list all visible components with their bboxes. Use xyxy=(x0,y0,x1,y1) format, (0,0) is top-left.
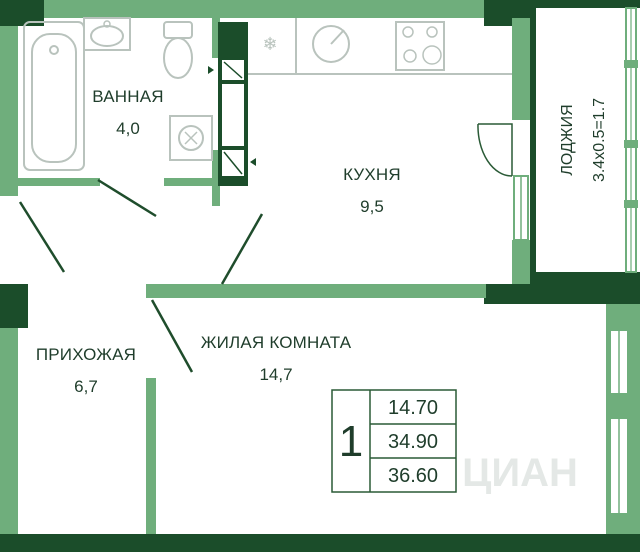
svg-text:❄: ❄ xyxy=(262,34,277,55)
stove xyxy=(395,21,445,71)
sink xyxy=(83,17,131,51)
total-area-value: 34.90 xyxy=(388,431,438,453)
area-with-loggia-value: 36.60 xyxy=(388,465,438,487)
wall-bath-kitchen xyxy=(212,18,220,58)
wall-bottom xyxy=(0,534,640,552)
living-area: 14,7 xyxy=(259,365,292,384)
wall-kitchen-right-low xyxy=(512,240,530,284)
fridge: ❄ xyxy=(262,34,277,55)
ventilation-shaft xyxy=(208,22,256,186)
loggia-wall-left xyxy=(530,8,536,284)
loggia-wall-bottom xyxy=(530,272,640,284)
hallway-area: 6,7 xyxy=(74,377,98,396)
wall-bath-kitchen-low xyxy=(212,150,220,206)
kitchen-area: 9,5 xyxy=(360,197,384,216)
kitchen-sink xyxy=(312,25,350,63)
doors xyxy=(18,123,513,373)
living-window xyxy=(609,329,629,515)
bathroom-door xyxy=(97,178,157,218)
loggia-dims: 3.4x0.5=1.7 xyxy=(591,98,608,182)
wall-living-top xyxy=(146,284,486,298)
toilet xyxy=(163,21,193,79)
kitchen-name: КУХНЯ xyxy=(343,165,401,184)
wall-hall-living xyxy=(146,378,156,534)
washing-machine xyxy=(169,115,213,161)
kitchen-door xyxy=(220,213,264,285)
loggia-wall-top xyxy=(530,0,640,8)
loggia-glazing xyxy=(624,7,638,273)
bathroom-area: 4,0 xyxy=(116,119,140,138)
wall-top xyxy=(0,0,530,18)
kitchen-counter xyxy=(248,18,512,75)
living-name: ЖИЛАЯ КОМНАТА xyxy=(201,333,352,352)
area-table: 1 14.70 34.90 36.60 xyxy=(331,389,457,493)
column-right-mid xyxy=(484,284,640,304)
bathtub xyxy=(23,21,85,171)
bathroom-name: ВАННАЯ xyxy=(92,87,163,106)
wall-kitchen-right xyxy=(512,18,530,120)
kitchen-window xyxy=(513,175,529,241)
watermark: ЦИАН xyxy=(462,451,578,495)
wall-left-upper xyxy=(0,0,18,196)
loggia-door xyxy=(478,123,513,176)
wall-bath-bottom-right xyxy=(164,178,220,186)
living-door xyxy=(150,299,194,373)
rooms-count: 1 xyxy=(339,417,363,466)
column-left-mid xyxy=(0,284,28,328)
living-area-value: 14.70 xyxy=(388,397,438,419)
wall-left-lower xyxy=(0,284,18,552)
wall-bath-bottom-left xyxy=(0,178,100,186)
hallway-door xyxy=(18,201,66,273)
hallway-name: ПРИХОЖАЯ xyxy=(36,345,136,364)
loggia-name: ЛОДЖИЯ xyxy=(559,104,576,175)
